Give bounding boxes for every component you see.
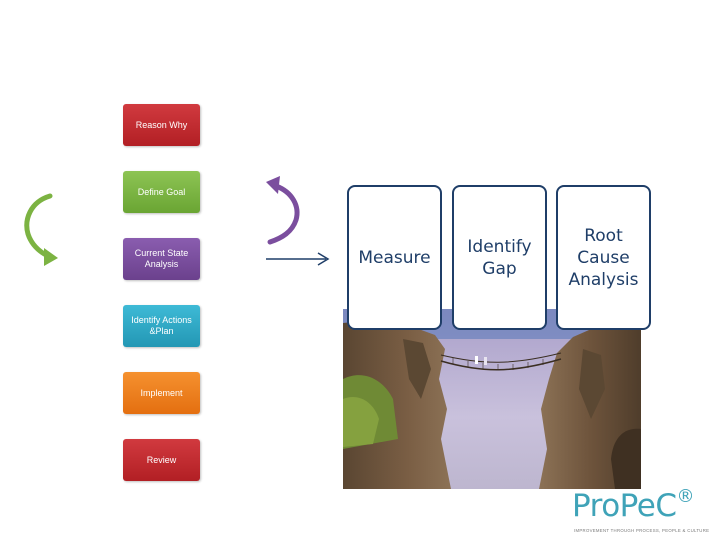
step-label: Define Goal — [137, 186, 186, 197]
step-label: Reason Why — [135, 119, 188, 130]
step-define-goal: Define Goal — [123, 171, 200, 213]
purple-loop-arrow-icon — [266, 176, 300, 245]
propec-logo: ProPeC® — [572, 486, 695, 524]
step-current-state-analysis: Current State Analysis — [123, 238, 200, 280]
card-label: Identify Gap — [467, 236, 532, 279]
card-root-cause-analysis: Root Cause Analysis — [556, 185, 651, 330]
step-label: Current State Analysis — [134, 248, 189, 269]
card-label: Measure — [358, 247, 431, 268]
step-label: Identify Actions &Plan — [131, 315, 192, 336]
step-review: Review — [123, 439, 200, 481]
step-label: Review — [146, 454, 177, 465]
right-arrow-icon — [266, 252, 330, 266]
logo-brand: ProPeC — [572, 488, 677, 524]
step-implement: Implement — [123, 372, 200, 414]
step-reason-why: Reason Why — [123, 104, 200, 146]
registered-mark: ® — [676, 486, 695, 507]
card-measure: Measure — [347, 185, 442, 330]
step-label: Implement — [140, 387, 183, 398]
card-label: Root Cause Analysis — [568, 225, 639, 290]
card-identify-gap: Identify Gap — [452, 185, 547, 330]
logo-tagline: IMPROVEMENT THROUGH PROCESS, PEOPLE & CU… — [574, 528, 710, 533]
rope-bridge-photo — [343, 309, 641, 489]
green-loop-arrow-icon — [24, 193, 58, 266]
step-identify-actions-plan: Identify Actions &Plan — [123, 305, 200, 347]
